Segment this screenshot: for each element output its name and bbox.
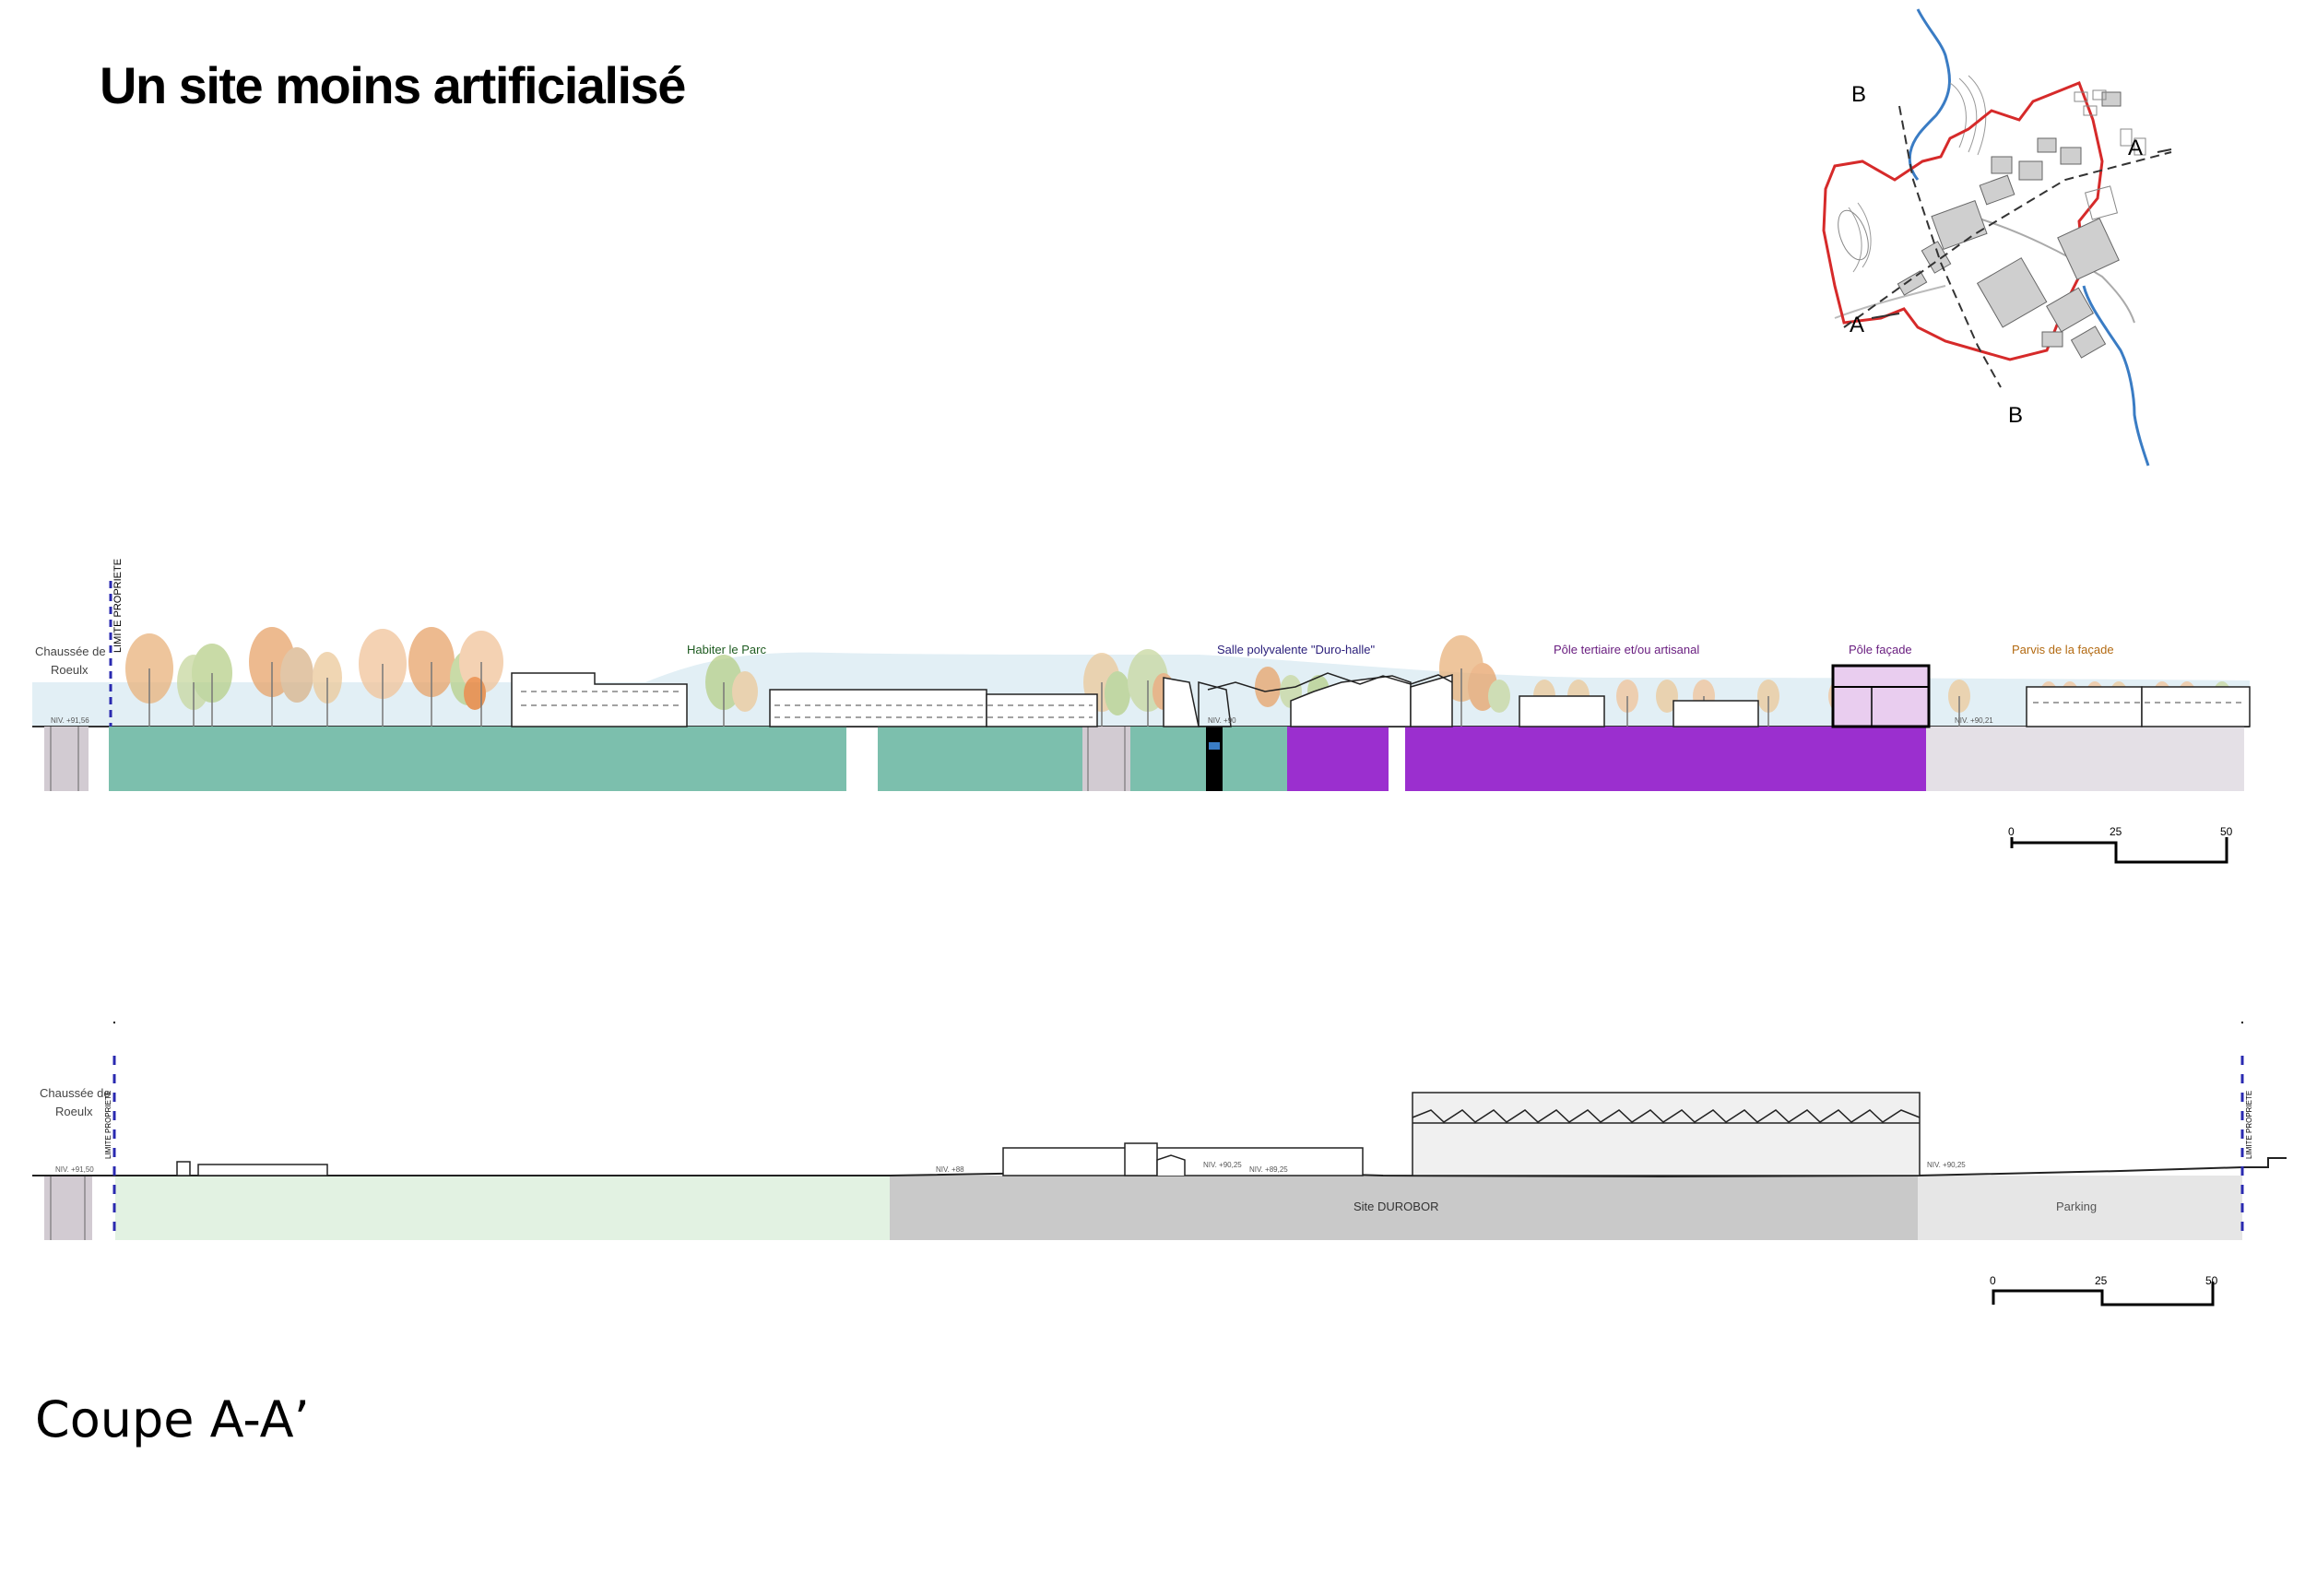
parvis-block (1926, 727, 2244, 791)
scale-tick-25: 25 (2110, 825, 2122, 838)
section-line-a (1843, 151, 2172, 328)
marker-b-start: B (1851, 82, 1866, 107)
property-limit-left-label: LIMITE PROPRIETE (104, 1091, 112, 1159)
property-limit-label: LIMITE PROPRIETE (112, 559, 124, 653)
pit (1206, 727, 1223, 791)
level-left: NIV. +91,50 (55, 1165, 94, 1174)
section-caption: Coupe A-A’ (35, 1390, 310, 1448)
key-map: A A B B (1822, 8, 2172, 467)
buildings (176, 1092, 1921, 1176)
level-mid-3: NIV. +89,25 (1249, 1165, 1288, 1174)
site-block (890, 1176, 1918, 1240)
level-right: NIV. +90,25 (1927, 1161, 1966, 1169)
buildings (511, 664, 2251, 728)
marker-b-end: B (2008, 403, 2023, 428)
scale-bar-b: 0 25 50 (1990, 1274, 2218, 1306)
salle-label: Salle polyvalente "Duro-halle" (1217, 643, 1375, 656)
property-limit-right-label: LIMITE PROPRIETE (2245, 1091, 2253, 1159)
road-block (1082, 727, 1130, 791)
river-south (2082, 285, 2150, 467)
road-block (44, 727, 89, 791)
pole-tertiaire-label: Pôle tertiaire et/ou artisanal (1554, 643, 1699, 656)
road-label-line1: Chaussée de (40, 1086, 111, 1100)
marker-a-end: A (2128, 136, 2143, 160)
site-boundary (1822, 81, 2104, 361)
level-mid: NIV. +90 (1208, 716, 1236, 725)
scale-bar-a: 0 25 50 (2008, 825, 2233, 864)
section-b: LIMITE PROPRIETE LIMITE PROPRIETE Chauss… (32, 1022, 2287, 1240)
shed-roof (1412, 1109, 1921, 1123)
parking-label: Parking (2056, 1200, 2097, 1213)
road-line (1834, 285, 1946, 319)
pole-facade-label: Pôle façade (1849, 643, 1912, 656)
greenspace-block (115, 1176, 890, 1240)
level-left: NIV. +91,56 (51, 716, 89, 725)
scale-tick-0: 0 (2008, 825, 2015, 838)
river-north (1908, 8, 1951, 181)
road-label-line2: Roeulx (51, 663, 89, 677)
trees (125, 627, 2231, 727)
road-label: Chaussée de Roeulx (40, 1086, 111, 1118)
level-right: NIV. +90,21 (1955, 716, 1993, 725)
road-block (44, 1176, 92, 1240)
park-block (109, 727, 846, 791)
scale-tick-50: 50 (2205, 1274, 2218, 1287)
tertiary-block (1405, 727, 1926, 791)
level-mid-1: NIV. +88 (936, 1165, 964, 1174)
marker-a-start: A (1850, 313, 1864, 337)
road-label: Chaussée de Roeulx (35, 644, 106, 677)
site-buildings (1897, 91, 2122, 359)
parvis-label: Parvis de la façade (2012, 643, 2114, 656)
site-label: Site DUROBOR (1353, 1200, 1438, 1213)
scale-tick-25: 25 (2095, 1274, 2108, 1287)
parking-block (1918, 1176, 2242, 1240)
park-block (878, 727, 1082, 791)
habiter-label: Habiter le Parc (687, 643, 766, 656)
page-title: Un site moins artificialisé (100, 56, 686, 114)
tertiary-block (1287, 727, 1389, 791)
road-label-line1: Chaussée de (35, 644, 106, 658)
scale-tick-0: 0 (1990, 1274, 1996, 1287)
road-label-line2: Roeulx (55, 1105, 93, 1118)
scale-tick-50: 50 (2220, 825, 2233, 838)
level-mid-2: NIV. +90,25 (1203, 1161, 1242, 1169)
section-line-b (1898, 105, 2002, 388)
section-a: LIMITE PROPRIETE Chaussée de Roeulx Habit… (32, 559, 2251, 791)
